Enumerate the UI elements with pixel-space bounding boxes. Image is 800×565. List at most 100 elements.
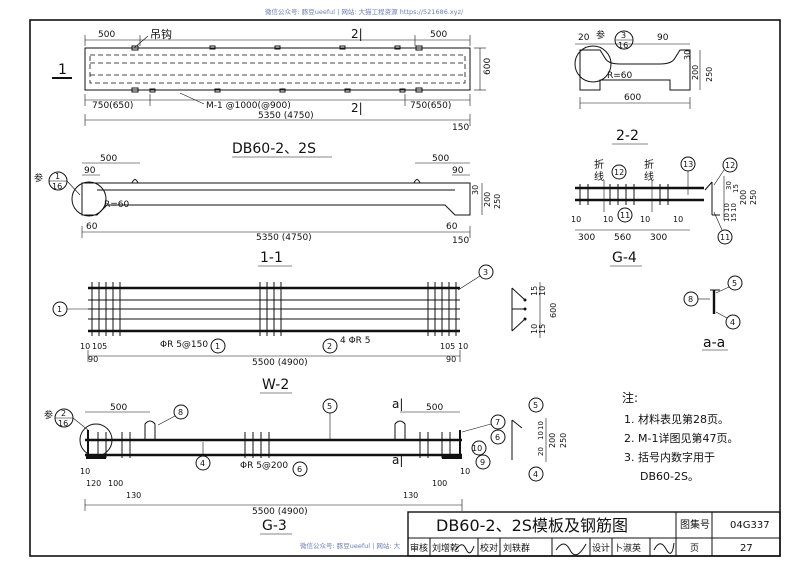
- g4-v-10a: 10: [723, 203, 731, 212]
- w2-dim-total: 5500 (4900): [252, 358, 308, 368]
- w2-dim-105: 105: [92, 342, 107, 351]
- note-line-4: DB60-2S。: [640, 470, 699, 483]
- aa-c4: 4: [730, 318, 735, 327]
- atlas-number: 04G337: [730, 520, 770, 531]
- section-1-1: 参 1 16 500 500 90 90 R=60 30 200 250 60 …: [34, 154, 502, 267]
- g3-dim-100-right: 100: [432, 479, 447, 488]
- sheet-border: [29, 19, 781, 557]
- title-block: DB60-2、2S模板及钢筋图 图集号 04G337 审核 刘增乾 校对 刘轶群…: [407, 511, 781, 557]
- w2-c1b: 1: [215, 342, 220, 351]
- g4-title: G-4: [612, 250, 637, 266]
- sec22-dim-600: 600: [624, 93, 641, 103]
- plan-dim-750-right: 750(650): [410, 101, 451, 111]
- watermark-top: 微信公众号: 豚豆ueeful | 网站: 大猫工程资源 https://521…: [265, 7, 464, 16]
- w2-dim-90-right: 90: [446, 355, 456, 364]
- g3-v-10: 10: [537, 431, 545, 440]
- aa-title: a-a: [703, 335, 725, 351]
- g4-view: 折 线 折 线 12 13 11 10 10 10 10 300 560 300: [571, 156, 758, 267]
- sec22-dim-20: 20: [578, 33, 590, 43]
- w2-v-10: 10: [538, 286, 547, 296]
- g4-fold-left-2: 线: [594, 170, 604, 183]
- sec22-dim-250: 250: [705, 67, 714, 82]
- g3-ref-top: 2: [61, 409, 66, 418]
- w2-bars-label: 4 ΦR 5: [340, 336, 371, 346]
- g3-c4-right: 4: [533, 470, 538, 479]
- sec11-radius: R=60: [104, 200, 130, 210]
- plan-dim-total: 5350 (4750): [258, 111, 314, 121]
- section-mark-2-bottom: 2|: [351, 101, 363, 115]
- g4-v-10b: 10: [730, 203, 738, 212]
- g3-dim-500-left: 500: [110, 403, 127, 413]
- plan-title: DB60-2、2S: [232, 141, 316, 157]
- w2-c1: 1: [57, 305, 62, 314]
- sec11-dim-250: 250: [493, 194, 502, 209]
- sec22-ref-bot: 16: [618, 41, 628, 50]
- g3-c10: 10: [472, 444, 482, 453]
- aa-view: 8 5 4 a-a: [683, 275, 743, 351]
- check-signature: [555, 543, 587, 556]
- g4-v-10c: 10: [723, 213, 731, 222]
- g3-dim-130: 130: [126, 491, 141, 500]
- g4-fold-right-2: 线: [644, 170, 654, 183]
- note-line-2: 2. M-1详图见第47页。: [624, 431, 738, 445]
- insert-m1-label: M-1 @1000(@900): [206, 101, 291, 111]
- sec11-ref-prefix: 参: [34, 172, 43, 184]
- w2-title: W-2: [262, 377, 289, 393]
- g4-fold-left: 折: [594, 158, 604, 171]
- g3-c7: 7: [495, 418, 500, 427]
- sec11-dim-90-right: 90: [452, 166, 464, 176]
- g3-dim-total: 5500 (4900): [252, 507, 308, 517]
- g4-c13: 13: [683, 160, 693, 169]
- plan-dim-500-left: 500: [98, 30, 115, 40]
- g4-c11-right: 11: [720, 233, 730, 242]
- note-line-1: 1. 材料表见第28页。: [624, 412, 729, 426]
- hook-label: 吊钩: [150, 27, 172, 41]
- sec22-dim-90: 90: [657, 33, 669, 43]
- sec11-ref-top: 1: [55, 172, 60, 181]
- plan-dim-750-left: 750(650): [92, 101, 133, 111]
- check-label: 校对: [480, 542, 498, 554]
- w2-dim-10-right: 10: [458, 342, 468, 351]
- sec22-radius: R=60: [607, 71, 633, 81]
- aa-c5: 5: [732, 279, 737, 288]
- notes-head: 注:: [622, 390, 638, 405]
- page-number: 27: [740, 543, 753, 554]
- section-2-2: 参 3 16 20 90 R=60 30 200 250 600 2-2: [574, 29, 714, 145]
- g4-dim-10-c: 10: [640, 215, 650, 224]
- g4-v-15: 15: [732, 184, 740, 193]
- g3-c6: 6: [495, 433, 500, 442]
- sec11-dim-500-right: 500: [432, 154, 449, 164]
- design-name: 卜淑英: [614, 542, 641, 554]
- sec22-dim-30: 30: [683, 50, 692, 60]
- g4-dim-10-a: 10: [571, 215, 581, 224]
- section-mark-1: 1: [58, 62, 67, 78]
- g3-view: 参 2 16 500 8 5 a| 500: [44, 397, 568, 535]
- g4-dim-300-right: 300: [650, 233, 667, 243]
- w2-spacing-label: ΦR 5@150: [160, 340, 208, 350]
- g3-v-10b: 10: [537, 421, 545, 430]
- w2-view: 1 3 ΦR 5@150 1 2 4 ΦR 5 10 105: [52, 264, 558, 394]
- sec11-dim-30: 30: [471, 185, 480, 195]
- w2-v-10b: 10: [530, 324, 539, 334]
- sec11-dim-60-right: 60: [446, 222, 458, 232]
- review-name: 刘增乾: [432, 542, 459, 554]
- g4-dim-10-b: 10: [603, 215, 613, 224]
- sec11-dim-60-left: 60: [86, 222, 98, 232]
- drawing-title: DB60-2、2S模板及钢筋图: [436, 516, 628, 535]
- g3-v-250: 250: [559, 433, 568, 448]
- sec22-ref-top: 3: [621, 31, 626, 40]
- g3-c5-right: 5: [533, 401, 538, 410]
- sec11-dim-90-left: 90: [84, 166, 96, 176]
- g3-ref-prefix: 参: [44, 409, 53, 421]
- g3-dim-130-right: 130: [403, 491, 418, 500]
- g4-v-15b: 15: [730, 213, 738, 222]
- section-mark-2-top: 2|: [351, 27, 363, 41]
- g3-ref-bot: 16: [58, 419, 68, 428]
- sec11-dim-total: 5350 (4750): [256, 233, 312, 243]
- plan-dim-500-right: 500: [430, 30, 447, 40]
- g4-dim-300-left: 300: [578, 233, 595, 243]
- g3-mark-a-bottom: a|: [392, 453, 403, 467]
- g3-dim-10-right: 10: [460, 467, 470, 476]
- sec11-title: 1-1: [260, 250, 283, 266]
